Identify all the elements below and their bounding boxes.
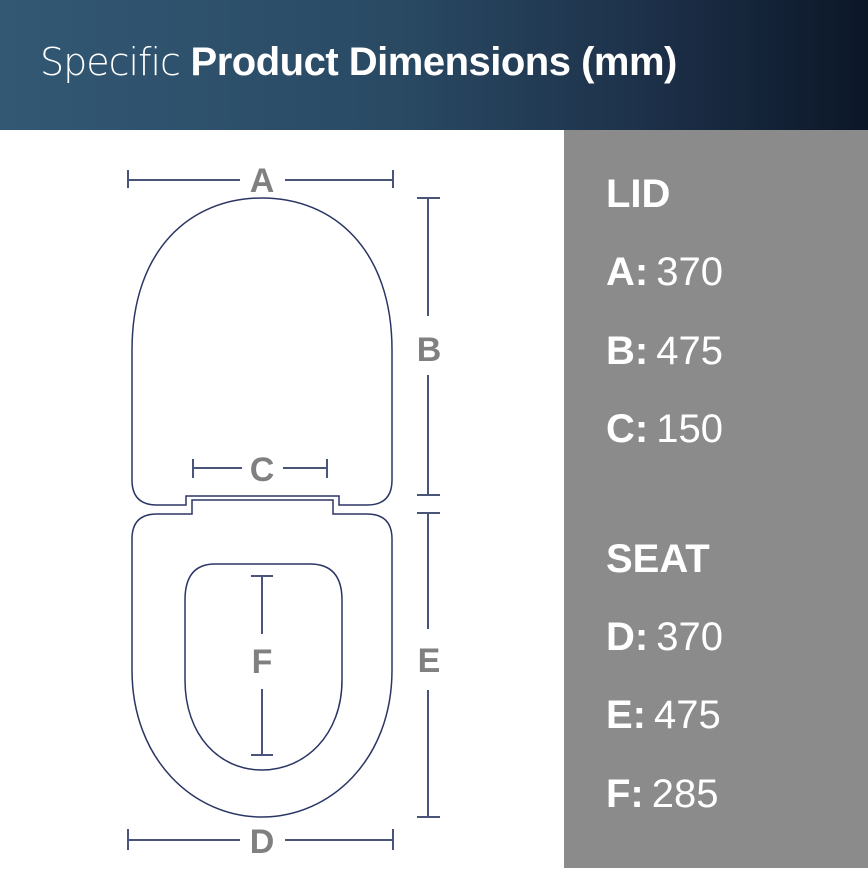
dimension-b bbox=[417, 197, 440, 496]
label-e: E bbox=[418, 642, 441, 680]
seat-outline bbox=[131, 499, 393, 818]
seat-section-title: SEAT bbox=[606, 537, 710, 581]
dimension-e bbox=[417, 512, 440, 818]
spec-row-e: E:475 bbox=[606, 693, 721, 738]
dimension-a bbox=[127, 170, 394, 188]
spec-key: A: bbox=[606, 250, 649, 294]
toilet-seat-diagram: A B C E bbox=[0, 130, 564, 868]
label-c: C bbox=[250, 451, 275, 489]
spec-value: 475 bbox=[656, 329, 723, 373]
page-title: Specific Product Dimensions (mm) bbox=[40, 40, 677, 85]
spec-key: C: bbox=[606, 407, 649, 451]
title-bold: Product Dimensions (mm) bbox=[190, 40, 678, 84]
spec-row-a: A:370 bbox=[606, 250, 723, 295]
header-banner: Specific Product Dimensions (mm) bbox=[0, 0, 868, 130]
spec-row-c: C:150 bbox=[606, 407, 723, 452]
spec-value: 370 bbox=[656, 250, 723, 294]
dimension-d bbox=[127, 829, 394, 850]
spec-key: F: bbox=[606, 772, 644, 816]
spec-row-d: D:370 bbox=[606, 615, 723, 660]
spec-key: E: bbox=[606, 693, 646, 737]
spec-value: 370 bbox=[656, 615, 723, 659]
label-a: A bbox=[250, 162, 275, 200]
spec-value: 475 bbox=[654, 693, 721, 737]
dimension-c bbox=[192, 459, 328, 478]
lid-outline bbox=[131, 197, 393, 506]
lid-section-title: LID bbox=[606, 172, 671, 216]
label-f: F bbox=[252, 643, 273, 681]
dimension-f bbox=[251, 575, 273, 756]
label-d: D bbox=[250, 823, 275, 861]
spec-row-b: B:475 bbox=[606, 329, 723, 374]
specs-panel: LID A:370 B:475 C:150 SEAT D:370 E:475 F… bbox=[564, 130, 868, 868]
title-light: Specific bbox=[40, 40, 181, 84]
spec-row-f: F:285 bbox=[606, 772, 719, 817]
spec-value: 150 bbox=[656, 407, 723, 451]
seat-opening-outline bbox=[184, 563, 343, 771]
label-b: B bbox=[417, 331, 442, 369]
spec-key: B: bbox=[606, 329, 649, 373]
spec-key: D: bbox=[606, 615, 649, 659]
spec-value: 285 bbox=[651, 772, 719, 816]
